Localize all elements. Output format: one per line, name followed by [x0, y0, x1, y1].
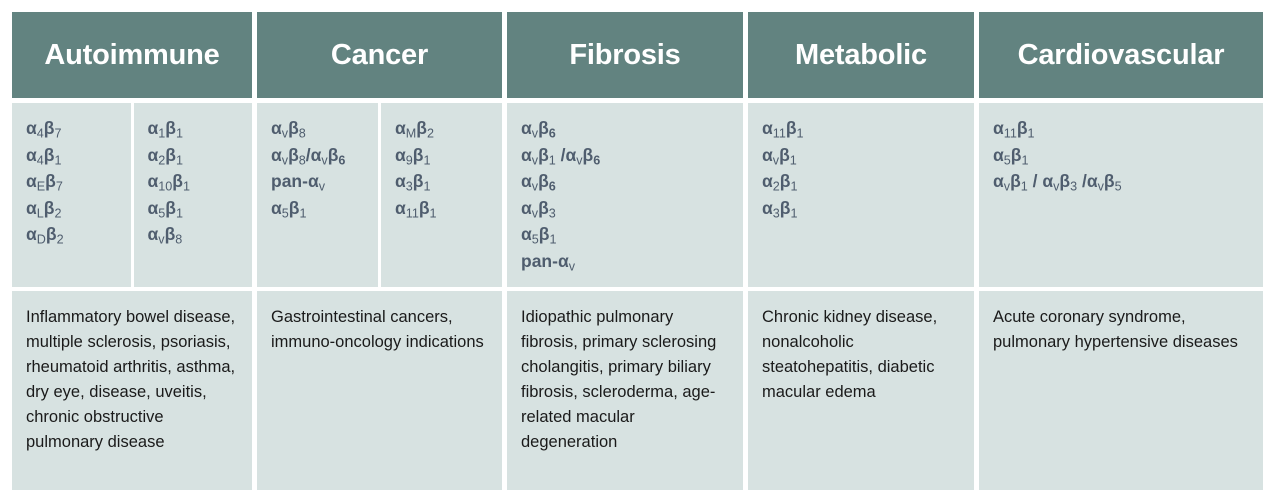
integrin-item: αMβ2 [395, 118, 434, 141]
integrin-item: α5β1 [147, 197, 183, 221]
integrin-subcolumn: α11β1 αvβ1 α2β1 α3β1 [748, 103, 974, 287]
integrin-cell-autoimmune: α4β7 α4β1 αEβ7 αLβ2 αDβ2 α1β1 α2β1 α10β1 α5β1 αvβ… [12, 103, 252, 287]
integrin-item: αvβ8 [147, 224, 183, 247]
integrin-item: α3β1 [395, 171, 431, 194]
integrin-list: α4β7 α4β1 αEβ7 αLβ2 αDβ2 [26, 115, 131, 248]
integrin-item: α5β1 [521, 224, 557, 247]
integrin-item: αEβ7 [26, 171, 63, 194]
integrin-item: αLβ2 [26, 197, 62, 221]
integrin-subcolumn: αMβ2 α9β1 α3β1 α11β1 [378, 103, 502, 287]
integrin-indication-table: Autoimmune Cancer Fibrosis Metabolic Car… [12, 12, 1263, 490]
integrin-item: α5β1 [993, 144, 1029, 168]
integrin-item: α11β1 [762, 118, 804, 141]
indication-description-row: Inflammatory bowel disease, multiple scl… [12, 291, 1263, 490]
integrin-subcolumn: α4β7 α4β1 αEβ7 αLβ2 αDβ2 [12, 103, 131, 287]
integrin-item: α9β1 [395, 144, 431, 168]
description-cell-autoimmune: Inflammatory bowel disease, multiple scl… [12, 291, 252, 490]
table-header-row: Autoimmune Cancer Fibrosis Metabolic Car… [12, 12, 1263, 98]
header-label-cardiovascular: Cardiovascular [1017, 38, 1225, 71]
header-label-metabolic: Metabolic [795, 38, 927, 71]
integrin-item: pan-αv [271, 171, 325, 194]
integrin-list: α11β1 α5β1 αvβ1 / αvβ3 /αvβ5 [993, 115, 1263, 195]
integrin-item: αvβ8/αvβ6 [271, 144, 346, 168]
integrin-item: α2β1 [762, 171, 798, 194]
integrin-list: αvβ6 αvβ1 /αvβ6 αvβ6 αvβ3 α5β1 pan-αv [521, 115, 743, 274]
integrin-item: αvβ6 [521, 118, 556, 141]
header-label-cancer: Cancer [330, 38, 429, 71]
header-cell-cardiovascular: Cardiovascular [979, 12, 1263, 98]
integrin-item: α1β1 [147, 118, 183, 141]
description-cell-fibrosis: Idiopathic pulmonary fibrosis, primary s… [507, 291, 743, 490]
integrin-item: αvβ8 [271, 118, 306, 141]
integrin-subcolumn: αvβ6 αvβ1 /αvβ6 αvβ6 αvβ3 α5β1 pan-αv [507, 103, 743, 287]
integrin-subcolumn: αvβ8 αvβ8/αvβ6 pan-αv α5β1 [257, 103, 378, 287]
integrin-item: α3β1 [762, 197, 798, 221]
header-label-fibrosis: Fibrosis [569, 38, 681, 71]
integrin-item: pan-αv [521, 250, 575, 274]
integrin-item: α10β1 [147, 171, 190, 194]
integrin-cell-metabolic: α11β1 αvβ1 α2β1 α3β1 [748, 103, 974, 287]
integrin-list: αMβ2 α9β1 α3β1 α11β1 [395, 115, 502, 221]
integrin-subcolumn: α11β1 α5β1 αvβ1 / αvβ3 /αvβ5 [979, 103, 1263, 287]
integrin-list: αvβ8 αvβ8/αvβ6 pan-αv α5β1 [271, 115, 378, 221]
integrin-list: α11β1 αvβ1 α2β1 α3β1 [762, 115, 974, 221]
header-cell-fibrosis: Fibrosis [507, 12, 743, 98]
integrin-item: α11β1 [395, 197, 437, 221]
integrin-item: αvβ1 /αvβ6 [521, 144, 601, 168]
integrin-item: αDβ2 [26, 224, 64, 247]
integrin-item: αvβ3 [521, 197, 556, 221]
integrin-item: αvβ1 [762, 144, 797, 168]
integrin-cell-cardiovascular: α11β1 α5β1 αvβ1 / αvβ3 /αvβ5 [979, 103, 1263, 287]
description-cell-metabolic: Chronic kidney disease, nonalcoholic ste… [748, 291, 974, 490]
header-cell-cancer: Cancer [257, 12, 502, 98]
integrin-list: α1β1 α2β1 α10β1 α5β1 αvβ8 [148, 115, 253, 248]
integrin-cell-cancer: αvβ8 αvβ8/αvβ6 pan-αv α5β1 αMβ2 α9β1 α3β1 α11β1 [257, 103, 502, 287]
header-cell-metabolic: Metabolic [748, 12, 974, 98]
description-cell-cardiovascular: Acute coronary syndrome, pulmonary hyper… [979, 291, 1263, 490]
integrin-cell-fibrosis: αvβ6 αvβ1 /αvβ6 αvβ6 αvβ3 α5β1 pan-αv [507, 103, 743, 287]
description-cell-cancer: Gastrointestinal cancers, immuno-oncolog… [257, 291, 502, 490]
integrin-item: α4β1 [26, 144, 62, 168]
integrin-item: αvβ1 / αvβ3 /αvβ5 [993, 171, 1122, 194]
integrin-subcolumn: α1β1 α2β1 α10β1 α5β1 αvβ8 [130, 103, 253, 287]
header-cell-autoimmune: Autoimmune [12, 12, 252, 98]
integrin-item: α11β1 [993, 118, 1035, 141]
header-label-autoimmune: Autoimmune [44, 38, 220, 71]
integrin-item: α5β1 [271, 197, 307, 221]
integrin-item: αvβ6 [521, 171, 556, 194]
integrin-item: α2β1 [147, 144, 183, 168]
integrin-item: α4β7 [26, 118, 62, 141]
